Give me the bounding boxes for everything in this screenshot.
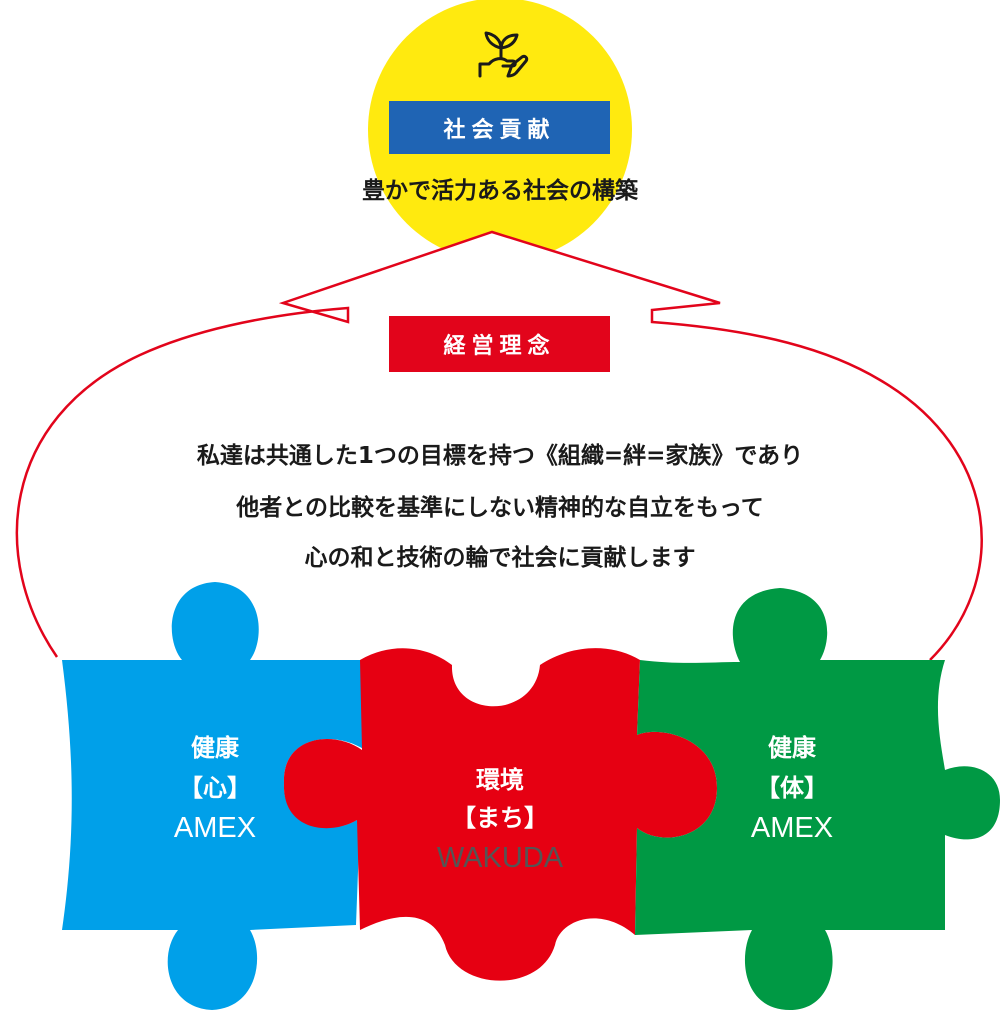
philosophy-line-1: 私達は共通した1つの目標を持つ《組織=絆=家族》であり: [196, 443, 804, 469]
piece-heart-title: 健康: [191, 734, 239, 762]
piece-body-company: AMEX: [750, 812, 834, 844]
philosophy-badge: 経営理念: [389, 316, 610, 372]
puzzle-piece-body: [635, 588, 1000, 1010]
piece-body-title: 健康: [768, 734, 816, 762]
piece-town-subtitle: 【まち】: [452, 804, 548, 832]
piece-town-title: 環境: [476, 766, 524, 794]
piece-heart-company: AMEX: [173, 812, 257, 844]
philosophy-line-2: 他者との比較を基準にしない精神的な自立をもって: [236, 495, 764, 521]
puzzle-piece-heart: [62, 582, 365, 1010]
piece-heart-subtitle: 【心】: [179, 774, 251, 802]
puzzle-piece-town: [283, 648, 717, 981]
social-contribution-subtitle: 豊かで活力ある社会の構築: [362, 178, 638, 204]
social-contribution-badge: 社会貢献: [389, 101, 610, 154]
philosophy-arrow-outline: [15, 230, 983, 661]
piece-body-subtitle: 【体】: [756, 774, 828, 802]
seedling-in-hand-icon: [478, 31, 529, 78]
piece-town-company: WAKUDA: [436, 842, 564, 874]
social-contribution-label: 社会貢献: [443, 117, 556, 143]
philosophy-label: 経営理念: [443, 334, 556, 359]
philosophy-line-3: 心の和と技術の輪で社会に貢献します: [304, 545, 696, 571]
